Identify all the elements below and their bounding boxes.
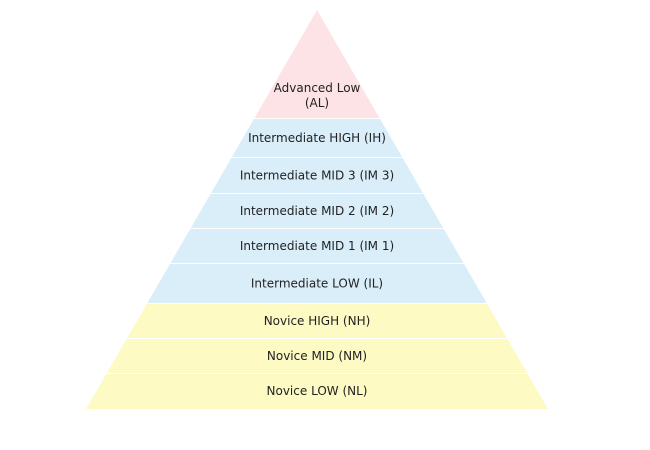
pyramid-tier-shape [146, 264, 488, 304]
pyramid-tier-label: Intermediate MID 3 (IM 3) [240, 169, 394, 183]
pyramid-tier-label: Novice LOW (NL) [267, 384, 368, 398]
pyramid-tier-8: Novice LOW (NL) [86, 374, 548, 409]
pyramid-tier-label: Intermediate HIGH (IH) [248, 131, 386, 145]
pyramid-tier-shape [231, 119, 403, 158]
pyramid-tier-shape [106, 339, 528, 374]
pyramid-tier-0: Advanced Low(AL) [253, 10, 381, 120]
pyramid-tier-shape [86, 374, 548, 409]
pyramid-tier-label: Intermediate MID 1 (IM 1) [240, 239, 394, 253]
pyramid-tier-label: Advanced Low [274, 81, 361, 95]
pyramid-tier-label: Novice MID (NM) [267, 349, 367, 363]
pyramid-tier-4: Intermediate MID 1 (IM 1) [169, 229, 465, 265]
pyramid-tier-2: Intermediate MID 3 (IM 3) [210, 158, 424, 195]
pyramid-tier-shape [210, 158, 424, 194]
pyramid-tier-label: (AL) [305, 96, 329, 110]
pyramid-tier-7: Novice MID (NM) [106, 339, 528, 375]
pyramid-tier-label: Intermediate LOW (IL) [251, 277, 383, 291]
pyramid-tier-label: Intermediate MID 2 (IM 2) [240, 204, 394, 218]
pyramid-tier-shape [253, 10, 381, 119]
pyramid-tier-label: Novice HIGH (NH) [264, 314, 371, 328]
pyramid-tier-3: Intermediate MID 2 (IM 2) [190, 194, 444, 230]
pyramid-tier-5: Intermediate LOW (IL) [146, 264, 488, 305]
pyramid-tier-shape [169, 229, 465, 264]
pyramid-tier-6: Novice HIGH (NH) [126, 304, 508, 340]
pyramid-tier-shape [190, 194, 444, 229]
pyramid-tier-shape [126, 304, 508, 339]
pyramid-tier-1: Intermediate HIGH (IH) [231, 119, 403, 159]
